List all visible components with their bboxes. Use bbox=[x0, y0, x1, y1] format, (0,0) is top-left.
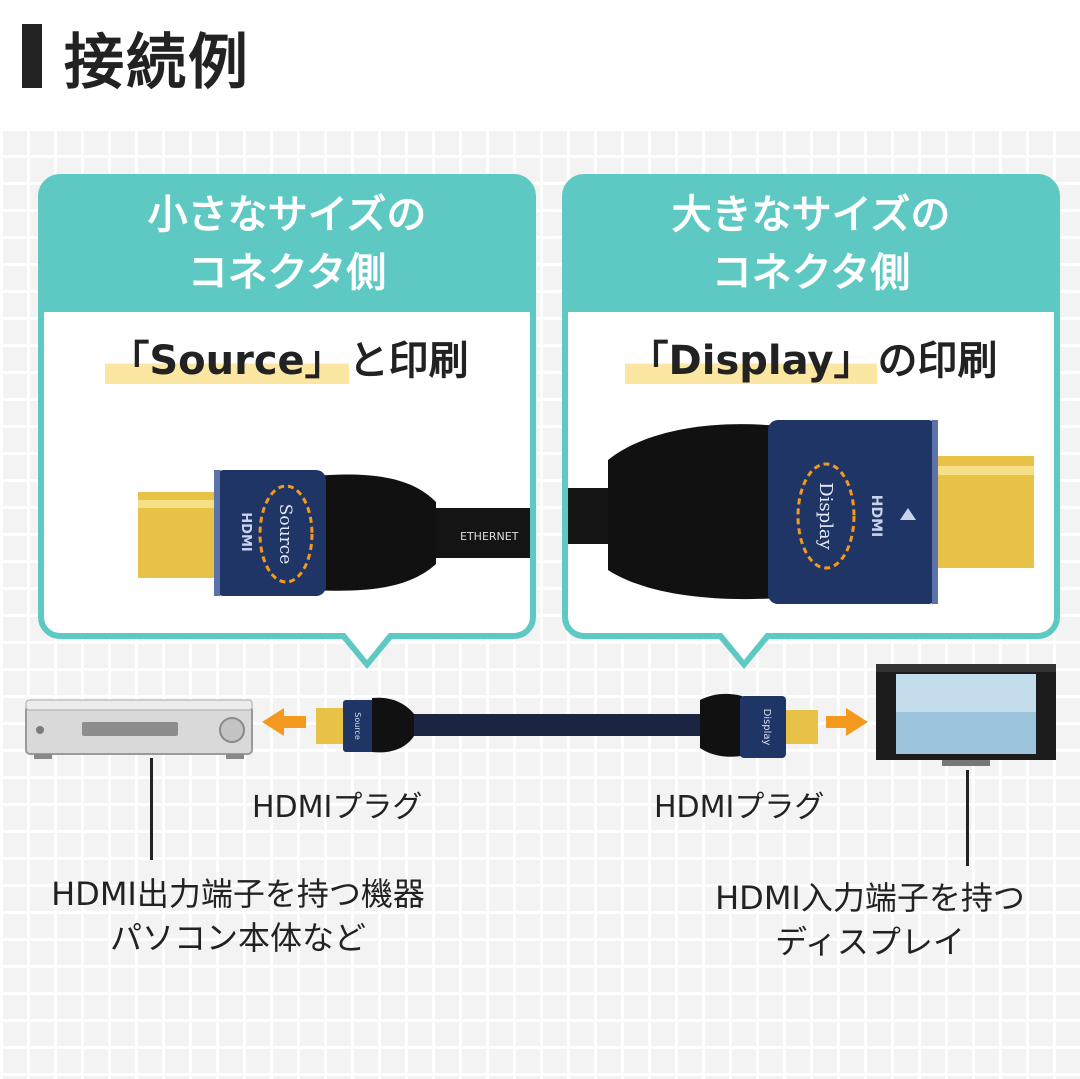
plug-print: Source bbox=[275, 504, 295, 565]
print-word-highlight: 「Source」 bbox=[105, 338, 349, 384]
display-plug-illustration: HDMI Display bbox=[568, 420, 1034, 604]
caption-line: パソコン本体など bbox=[109, 919, 366, 957]
display-panel-body: 「Display」の印刷 HDMI Display bbox=[568, 312, 1054, 633]
arrow-mark-icon bbox=[900, 508, 916, 520]
pointer-fill bbox=[345, 633, 389, 660]
source-panel-body: 「Source」と印刷 ETHERNET HDMI Source bbox=[44, 312, 530, 633]
arrow-right-icon bbox=[826, 708, 868, 736]
caption-line: HDMI入力端子を持つ bbox=[715, 879, 1025, 917]
cable-line bbox=[400, 714, 710, 736]
print-word-highlight: 「Display」 bbox=[624, 338, 878, 384]
plug-print: Display bbox=[815, 482, 836, 550]
caption-line: HDMI出力端子を持つ機器 bbox=[51, 875, 425, 913]
housing-edge bbox=[214, 470, 220, 596]
cable-print: ETHERNET bbox=[460, 530, 519, 543]
left-device-leader-line bbox=[150, 758, 153, 860]
page-title: 接続例 bbox=[64, 28, 250, 98]
strain-relief bbox=[314, 474, 436, 591]
tv-display-icon bbox=[876, 664, 1056, 766]
display-print-label: 「Display」の印刷 bbox=[568, 328, 1054, 386]
av-receiver-icon bbox=[25, 699, 253, 759]
source-side-panel: 小さなサイズの コネクタ側 「Source」と印刷 ETHERNET HDMI … bbox=[38, 174, 536, 639]
heading-line: コネクタ側 bbox=[711, 250, 911, 296]
gold-shine bbox=[138, 500, 230, 508]
plug-housing bbox=[214, 470, 326, 596]
right-plug-label: HDMIプラグ bbox=[654, 790, 825, 825]
connection-diagram: Source Display bbox=[25, 664, 1056, 766]
highlight-ring bbox=[258, 484, 314, 584]
mini-display-plug: Display bbox=[700, 693, 818, 758]
strain-relief bbox=[608, 424, 778, 600]
mini-source-plug: Source bbox=[316, 697, 414, 753]
display-side-panel: 大きなサイズの コネクタ側 「Display」の印刷 HDMI Display bbox=[562, 174, 1060, 639]
right-device-caption: HDMI入力端子を持つ ディスプレイ bbox=[690, 876, 1050, 964]
heading-line: コネクタ側 bbox=[187, 250, 387, 296]
title-marker bbox=[22, 24, 42, 88]
right-device-leader-line bbox=[966, 770, 969, 866]
heading-line: 大きなサイズの bbox=[671, 192, 951, 238]
hdmi-logo: HDMI bbox=[868, 495, 884, 537]
mini-plug-print: Display bbox=[761, 709, 772, 746]
left-plug-label: HDMIプラグ bbox=[252, 790, 423, 825]
pointer-fill bbox=[722, 633, 766, 660]
display-panel-heading: 大きなサイズの コネクタ側 bbox=[568, 180, 1054, 316]
source-plug-illustration: ETHERNET HDMI Source bbox=[138, 470, 530, 596]
cable bbox=[424, 508, 530, 558]
heading-line: 小さなサイズの bbox=[147, 192, 427, 238]
source-print-label: 「Source」と印刷 bbox=[44, 328, 530, 386]
gold-shine bbox=[938, 466, 1034, 475]
source-panel-heading: 小さなサイズの コネクタ側 bbox=[44, 180, 530, 316]
arrow-left-icon bbox=[262, 708, 306, 736]
mini-plug-print: Source bbox=[353, 712, 362, 740]
caption-line: ディスプレイ bbox=[775, 923, 965, 961]
highlight-ring bbox=[796, 462, 856, 570]
left-device-caption: HDMI出力端子を持つ機器 パソコン本体など bbox=[18, 872, 458, 960]
cable bbox=[568, 488, 610, 544]
housing-edge bbox=[932, 420, 938, 604]
hdmi-logo: HDMI bbox=[238, 512, 253, 551]
